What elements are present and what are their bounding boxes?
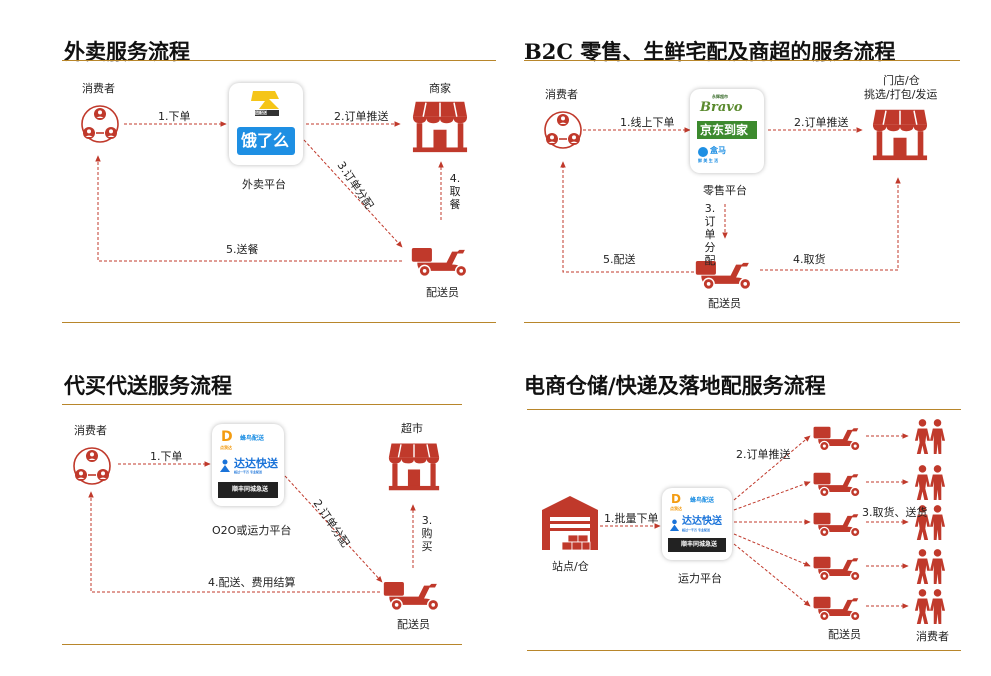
dada-logo-icon xyxy=(669,517,680,531)
eleme-logo-icon xyxy=(237,127,295,155)
takeaway-platform-label: 外卖平台 xyxy=(242,178,286,191)
bravo-logo-text: Bravo xyxy=(700,100,743,115)
ecom-platform-label: 运力平台 xyxy=(678,572,722,585)
b2c-step5: 5.配送 xyxy=(603,253,636,266)
dada-logo-icon xyxy=(219,458,231,472)
delivery-scooter-icon xyxy=(812,590,866,622)
proxy-supermarket-label: 超市 xyxy=(401,422,423,435)
meituan-logo-text: 美团配送 xyxy=(251,110,267,115)
takeaway-step5: 5.送餐 xyxy=(226,243,259,256)
ecom-station-label: 站点/仓 xyxy=(552,560,589,573)
hema-logo-text: 盒马 xyxy=(710,146,726,155)
delivery-scooter-icon xyxy=(812,506,866,538)
b2c-bottom-rule xyxy=(524,322,960,323)
sf-logo-text: 顺丰同城急送 xyxy=(681,541,718,548)
takeaway-step4: 4.取餐 xyxy=(449,172,461,211)
b2c-consumer-label: 消费者 xyxy=(545,88,578,101)
delivery-scooter-icon xyxy=(812,420,866,452)
meituan-logo-icon xyxy=(245,89,287,117)
b2c-store-label-2: 挑选/打包/发运 xyxy=(864,88,938,101)
jd-logo-text: 京东到家 xyxy=(700,123,749,137)
b2c-courier-label: 配送员 xyxy=(708,297,741,310)
ecom-bottom-rule xyxy=(527,650,961,651)
b2c-title-rule xyxy=(524,60,960,61)
proxy-step4: 4.配送、费用结算 xyxy=(208,576,296,589)
dian-logo-text: D xyxy=(671,492,681,506)
takeaway-courier-label: 配送员 xyxy=(426,286,459,299)
b2c-title: B2C 零售、生鲜宅配及商超的服务流程 xyxy=(524,39,896,64)
ecom-step3: 3.取货、送货 xyxy=(862,506,928,519)
b2c-platform-label: 零售平台 xyxy=(703,184,747,197)
proxy-bottom-rule xyxy=(62,644,462,645)
dada-logo-text: 达达快送 xyxy=(682,516,722,527)
sf-logo-icon xyxy=(218,482,278,498)
b2c-platform-card: 永辉超市 Bravo 京东到家 盒马 鲜 美 生 活 xyxy=(690,89,764,173)
proxy-consumer-label: 消费者 xyxy=(74,424,107,437)
proxy-platform-label: O2O或运力平台 xyxy=(212,524,292,537)
warehouse-icon xyxy=(540,494,600,550)
b2c-step2: 2.订单推送 xyxy=(794,116,849,129)
bravo-small-text: 永辉超市 xyxy=(712,94,728,99)
people-pair-icon xyxy=(914,418,946,456)
delivery-scooter-icon xyxy=(812,550,866,582)
eleme-logo-text: 饿了么 xyxy=(241,131,290,150)
takeaway-title: 外卖服务流程 xyxy=(64,39,190,64)
people-pair-icon xyxy=(914,548,946,586)
dian-logo-text: D xyxy=(221,429,233,445)
jd-logo-icon xyxy=(697,121,757,139)
takeaway-step2: 2.订单推送 xyxy=(334,110,389,123)
ecom-step1: 1.批量下单 xyxy=(604,512,659,525)
proxy-courier-label: 配送员 xyxy=(397,618,430,631)
b2c-step4: 4.取货 xyxy=(793,253,826,266)
takeaway-merchant-label: 商家 xyxy=(429,82,451,95)
proxy-step3: 3.购买 xyxy=(421,514,433,553)
takeaway-platform-card: 美团配送 饿了么 xyxy=(229,83,303,165)
ecom-courier-label: 配送员 xyxy=(828,628,861,641)
hema-logo-icon xyxy=(698,147,708,157)
ecom-title-rule xyxy=(527,409,961,410)
fengniao-logo-text: 蜂鸟配送 xyxy=(690,497,715,504)
people-pair-icon xyxy=(914,588,946,626)
dada-logo-text: 达达快送 xyxy=(234,457,278,470)
takeaway-consumer-label: 消费者 xyxy=(82,82,115,95)
ecom-title: 电商仓储/快递及落地配服务流程 xyxy=(524,373,826,398)
proxy-title: 代买代送服务流程 xyxy=(64,373,232,398)
ecom-consumer-label: 消费者 xyxy=(916,630,949,643)
dian-sub-text: 点我达 xyxy=(670,506,682,511)
proxy-step1: 1.下单 xyxy=(150,450,183,463)
sf-logo-icon xyxy=(668,538,726,552)
b2c-store-label-1: 门店/仓 xyxy=(883,74,920,87)
b2c-step1: 1.线上下单 xyxy=(620,116,675,129)
fengniao-logo-text: 蜂鸟配送 xyxy=(240,435,265,442)
proxy-title-rule xyxy=(62,404,462,405)
sf-logo-text: 顺丰同城急送 xyxy=(232,486,269,493)
takeaway-bottom-rule xyxy=(62,322,496,323)
dada-sub-text: 超过一千万 专业配送 xyxy=(682,528,711,532)
people-pair-icon xyxy=(914,464,946,502)
ecom-platform-card: D 点我达 蜂鸟配送 达达快送 超过一千万 专业配送 顺丰同城急送 xyxy=(662,488,732,560)
delivery-scooter-icon xyxy=(812,466,866,498)
b2c-step3: 3.订单分配 xyxy=(704,202,716,267)
dian-sub-text: 点我达 xyxy=(220,445,232,450)
proxy-platform-card: D 点我达 蜂鸟配送 达达快送 超过一千万 专业配送 顺丰同城急送 xyxy=(212,424,284,506)
takeaway-step1: 1.下单 xyxy=(158,110,191,123)
takeaway-title-rule xyxy=(62,60,496,61)
hema-sub-text: 鲜 美 生 活 xyxy=(698,158,719,163)
dada-sub-text: 超过一千万 专业配送 xyxy=(234,470,263,474)
ecom-step2: 2.订单推送 xyxy=(736,448,791,461)
